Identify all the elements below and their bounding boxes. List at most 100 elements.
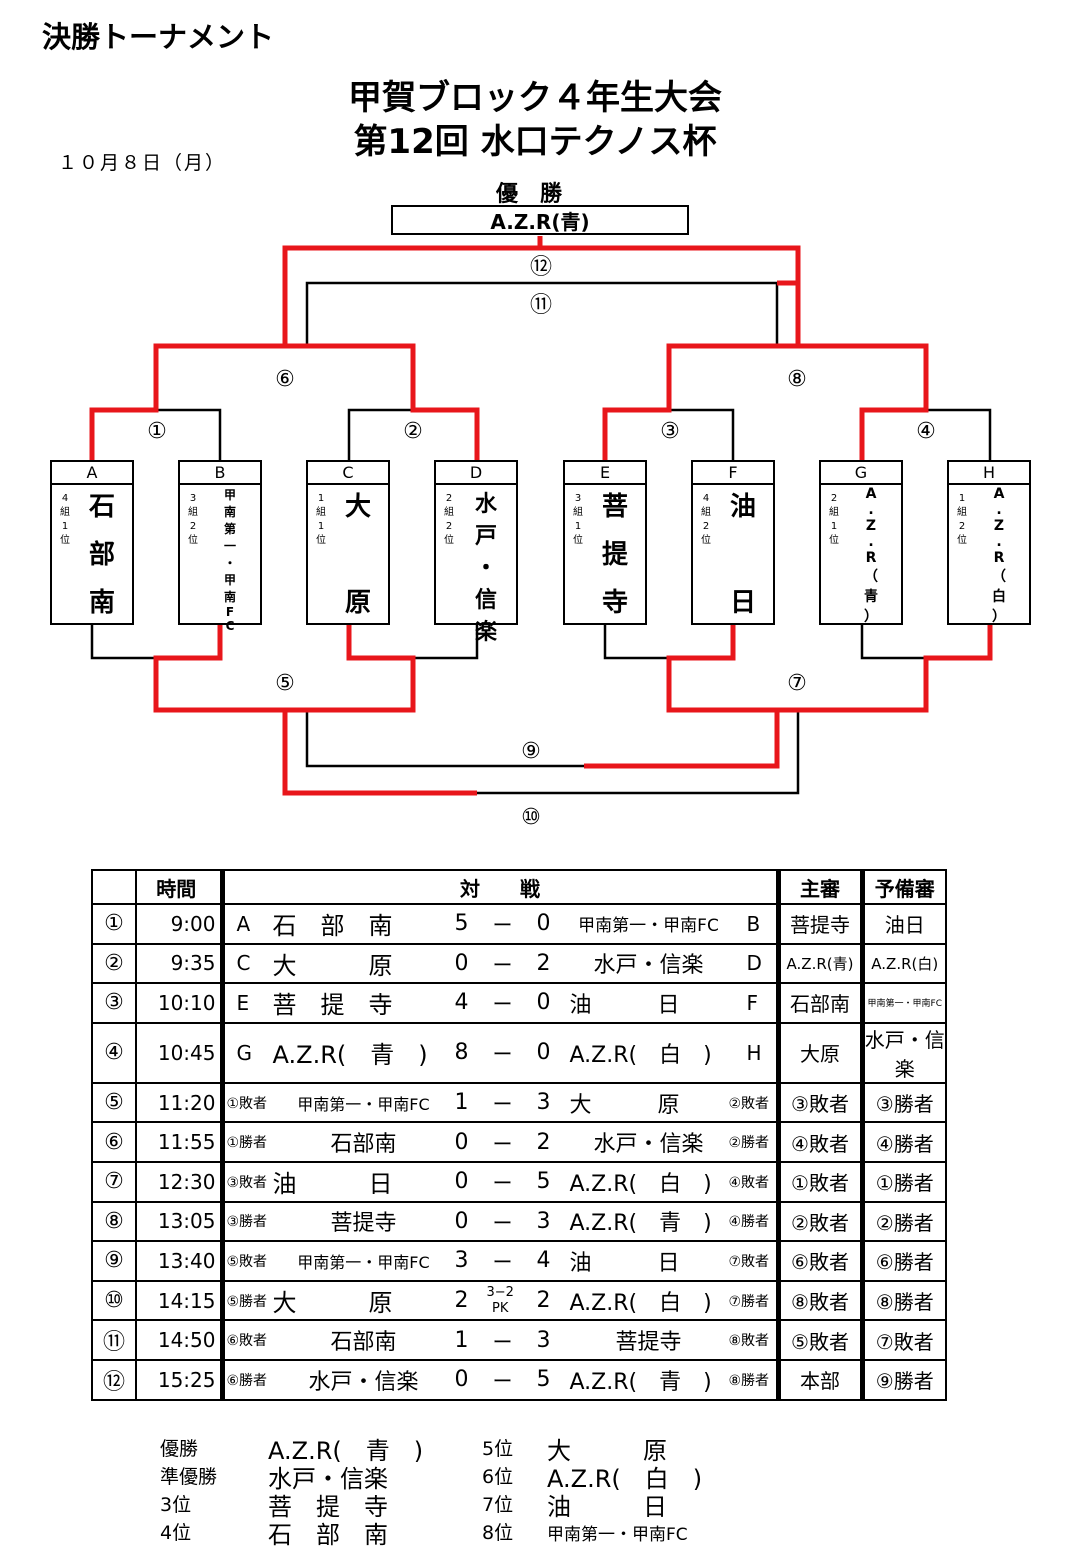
score-left: 1 xyxy=(454,1090,469,1116)
team-letter: F xyxy=(693,462,773,485)
match-no: ⑧ xyxy=(91,1200,137,1243)
left-tag: ⑥敗者 xyxy=(226,1333,268,1350)
team-letter: G xyxy=(821,462,901,485)
champion-label: 優勝 xyxy=(495,182,584,207)
winner-line xyxy=(285,625,416,713)
right-tag: F xyxy=(746,990,759,1015)
reserve-referee: ⑦敗者 xyxy=(861,1319,947,1361)
match-number: ③ xyxy=(660,419,680,444)
score-right: 5 xyxy=(536,1367,551,1393)
team-letter: A xyxy=(52,462,132,485)
match-time: 9:00 xyxy=(135,903,223,945)
match-time: 11:20 xyxy=(135,1081,223,1124)
score-right: 0 xyxy=(536,911,551,937)
team-letter: C xyxy=(308,462,388,485)
right-team: 水戸・信楽 xyxy=(593,1132,704,1158)
standing-team: A.Z.R( 青 ) xyxy=(268,1437,424,1465)
score-separator: ー xyxy=(492,1092,513,1117)
match-number: ⑧ xyxy=(787,367,807,392)
left-tag: ③勝者 xyxy=(226,1214,268,1231)
score-left: 4 xyxy=(454,990,469,1016)
score-separator: ー xyxy=(492,1210,513,1235)
score-left: 2 xyxy=(454,1288,469,1314)
standing-place: 準優勝 xyxy=(160,1466,218,1488)
score-separator: ー xyxy=(492,1171,513,1196)
right-team: 油 日 xyxy=(569,1250,680,1276)
team-rank: 3組1位 xyxy=(573,493,583,546)
right-tag: D xyxy=(746,951,762,976)
team-rank: 2組2位 xyxy=(444,493,454,546)
reserve-referee: 水戸・信楽 xyxy=(861,1021,947,1084)
right-team: A.Z.R( 青 ) xyxy=(569,1369,712,1395)
standing-place: 3位 xyxy=(160,1494,192,1516)
left-team: 甲南第一・甲南FC xyxy=(297,1252,430,1272)
page-heading: 決勝トーナメント xyxy=(42,20,275,54)
team-rank: 3組2位 xyxy=(188,493,198,546)
right-tag: ⑧勝者 xyxy=(728,1372,770,1389)
standing-place: 優勝 xyxy=(160,1438,199,1460)
reserve-referee: A.Z.R(白) xyxy=(861,942,947,985)
right-tag: ②敗者 xyxy=(728,1095,770,1112)
referee: ①敗者 xyxy=(777,1160,865,1203)
match-number: ② xyxy=(403,419,423,444)
reserve-referee: ①勝者 xyxy=(861,1160,947,1203)
team-name: 石部南 xyxy=(88,492,115,618)
match-no: ⑨ xyxy=(91,1240,137,1282)
score-separator: ー xyxy=(492,952,513,977)
match-no: ⑦ xyxy=(91,1160,137,1203)
score-right: 0 xyxy=(536,1040,551,1066)
standing-team: 甲南第一・甲南FC xyxy=(547,1525,688,1545)
right-team: 水戸・信楽 xyxy=(593,953,704,979)
match-no: ④ xyxy=(91,1021,137,1084)
left-team: 大 原 xyxy=(272,1289,393,1318)
bracket-line xyxy=(603,625,735,660)
tournament-title: 甲賀ブロック４年生大会 xyxy=(348,78,722,118)
referee: ⑧敗者 xyxy=(777,1279,865,1322)
score-separator: ー xyxy=(492,1329,513,1354)
left-tag: ⑤敗者 xyxy=(226,1253,268,1270)
match-number: ① xyxy=(147,419,167,444)
score-left: 1 xyxy=(454,1327,469,1353)
match-number: ⑫ xyxy=(529,255,552,280)
referee: A.Z.R(青) xyxy=(777,942,865,985)
referee: ⑤敗者 xyxy=(777,1319,865,1361)
score-separator: 3−2 PK xyxy=(486,1284,514,1316)
right-tag: H xyxy=(746,1040,762,1065)
right-tag: B xyxy=(746,911,761,936)
match-time: 11:55 xyxy=(135,1121,223,1163)
right-tag: ④勝者 xyxy=(728,1214,770,1231)
right-tag: ⑦勝者 xyxy=(728,1293,770,1310)
right-team: 菩提寺 xyxy=(615,1330,682,1356)
header-no xyxy=(91,869,137,905)
winner-line xyxy=(540,245,929,460)
left-team: 水戸・信楽 xyxy=(308,1369,419,1395)
team-rank: 1組2位 xyxy=(957,493,967,546)
referee: 大原 xyxy=(777,1021,865,1084)
team-letter: B xyxy=(180,462,260,485)
winner-line xyxy=(584,625,780,769)
match-time: 9:35 xyxy=(135,942,223,985)
match-time: 13:40 xyxy=(135,1240,223,1282)
header-time: 時間 xyxy=(135,869,223,905)
match-no: ⑫ xyxy=(91,1358,137,1401)
right-tag: ⑧敗者 xyxy=(728,1333,770,1350)
score-separator: ー xyxy=(492,1042,513,1067)
team-rank: 2組1位 xyxy=(829,493,839,546)
header-referee: 主審 xyxy=(777,869,865,905)
